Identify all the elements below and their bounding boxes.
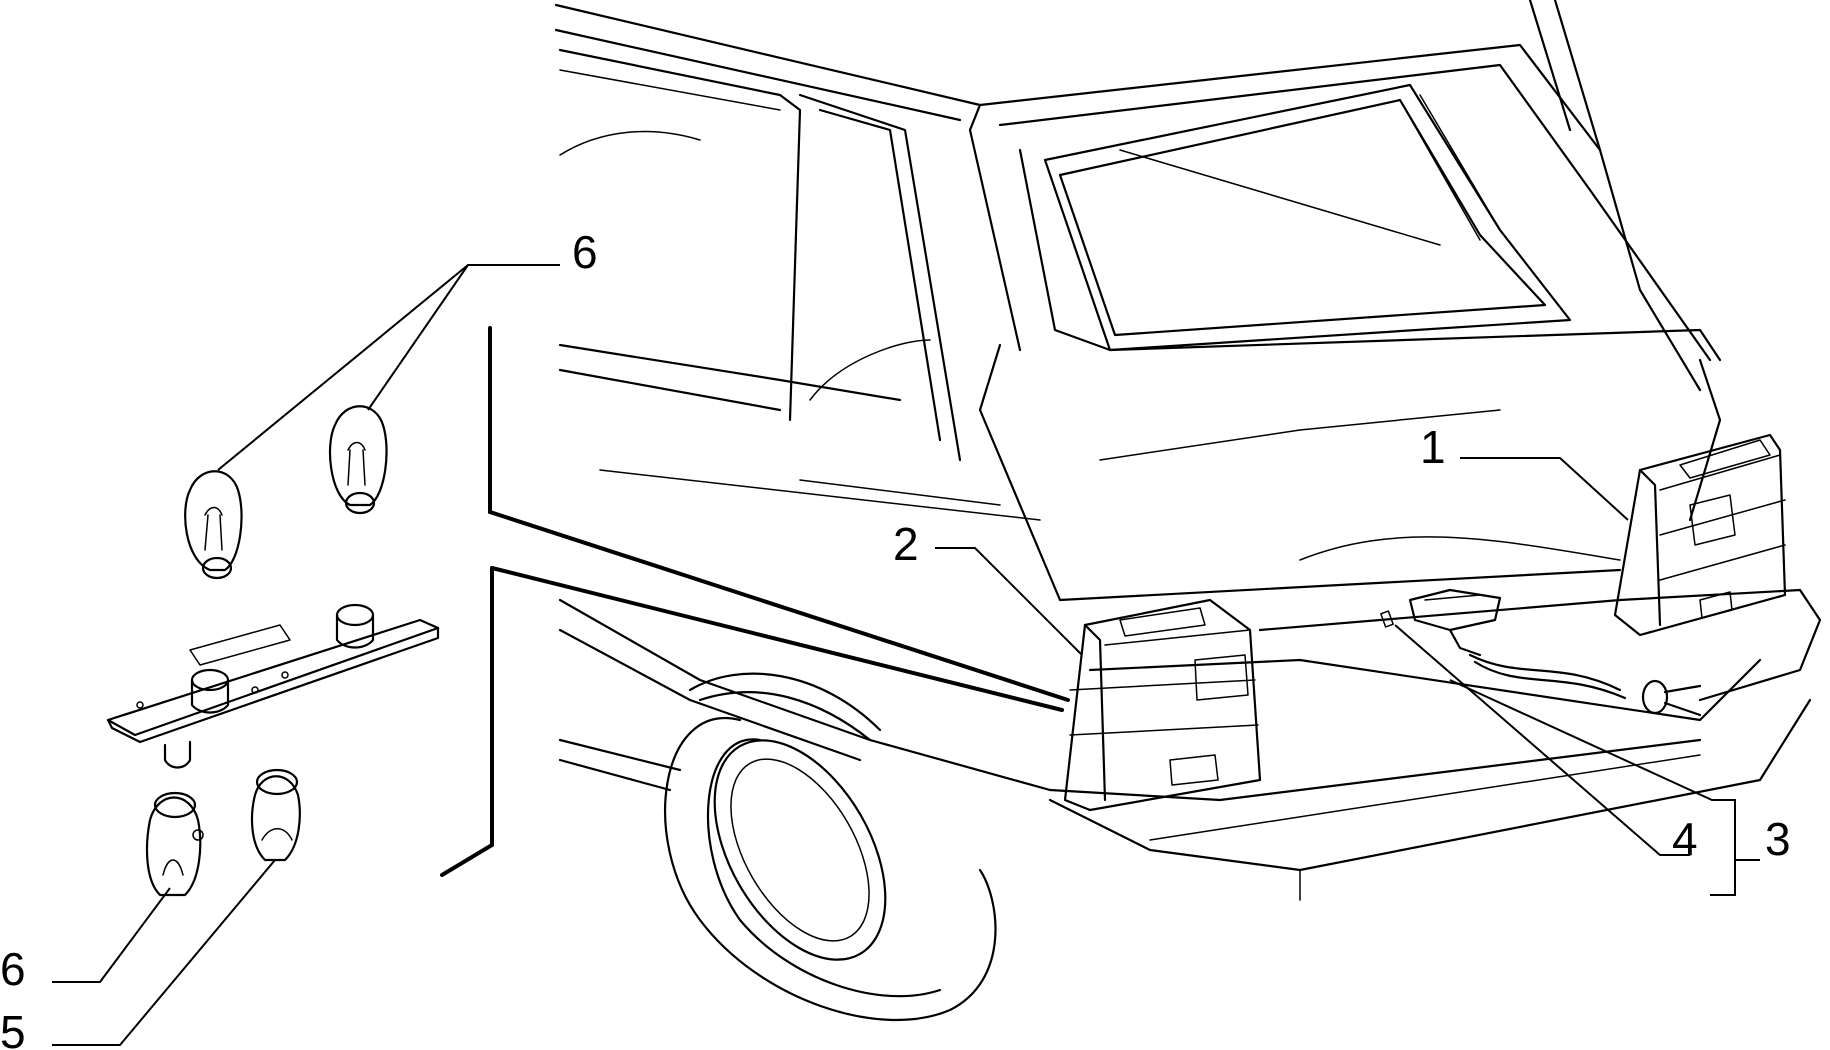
bulb-bottom-right [250, 768, 301, 862]
assembly-lines [440, 326, 1070, 877]
tail-light-right [1613, 433, 1787, 637]
callout-2: 2 [893, 518, 919, 570]
callout-4: 4 [1672, 813, 1698, 865]
callout-leaders [52, 264, 1760, 1046]
car-body-outline [554, 0, 1822, 901]
callout-6-bottom: 6 [0, 943, 26, 995]
callout-6-top: 6 [572, 226, 598, 278]
callout-1: 1 [1420, 421, 1446, 473]
bulb-top-left [184, 470, 243, 580]
bulb-holder-plate [106, 603, 440, 769]
tail-light-left [1063, 598, 1262, 812]
number-plate-light [1380, 588, 1702, 717]
callout-5: 5 [0, 1006, 26, 1050]
callout-3: 3 [1765, 813, 1791, 865]
bulb-bottom-left [145, 791, 204, 897]
rear-wheel [664, 672, 997, 1022]
bulb-top-right [328, 405, 388, 515]
